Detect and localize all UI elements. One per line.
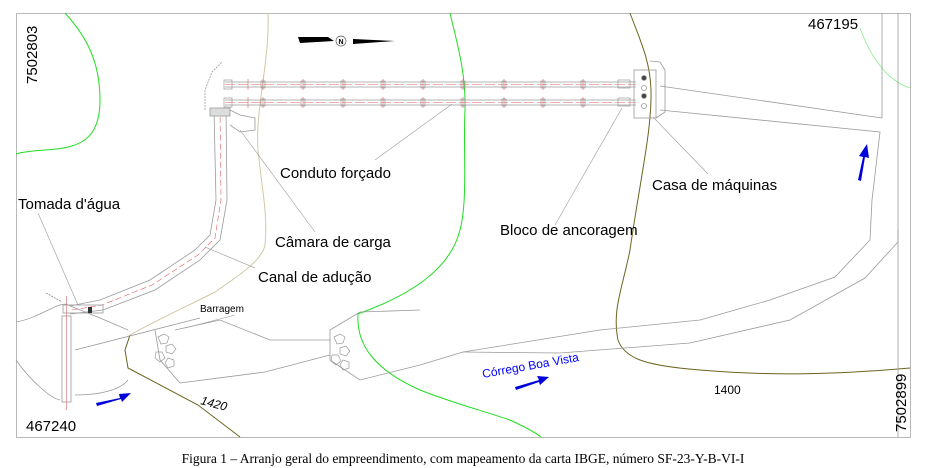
contour-lightgreen-topright	[859, 27, 911, 89]
coord-top-left: 7502803	[24, 26, 41, 84]
forebay	[209, 107, 256, 133]
label-forebay: Câmara de carga	[275, 234, 392, 251]
coord-top-right: 467195	[808, 16, 858, 33]
figure-caption: Figura 1 – Arranjo geral do empreendimen…	[181, 451, 745, 466]
intake-structure	[45, 292, 104, 410]
adduction-canal	[69, 61, 228, 315]
coord-bottom-right: 7502899	[893, 374, 910, 432]
penstocks	[223, 79, 636, 108]
drawing-frame	[16, 13, 911, 438]
contour-1400	[615, 12, 911, 375]
label-powerhouse: Casa de máquinas	[652, 177, 777, 194]
leader-lines	[37, 103, 709, 329]
label-stream: Córrego Boa Vista	[481, 350, 580, 381]
coord-bottom-left: 467240	[26, 418, 76, 435]
north-label: N	[338, 39, 343, 46]
flow-arrow-icon	[515, 376, 549, 390]
contour-green-left	[15, 12, 101, 155]
label-dam: Barragem	[200, 304, 244, 315]
contour-green-center	[357, 12, 542, 438]
rock-riprap	[154, 333, 351, 371]
powerhouse	[633, 60, 666, 119]
flow-arrow-icon	[96, 393, 131, 406]
contour-label-1400: 1400	[714, 383, 741, 397]
contour-1420	[124, 334, 241, 438]
north-arrow-icon: N	[298, 35, 395, 47]
label-intake: Tomada d'água	[18, 196, 121, 213]
flow-arrow-icon	[858, 144, 869, 181]
label-anchor-block: Bloco de ancoragem	[500, 222, 638, 239]
label-canal: Canal de adução	[258, 269, 371, 286]
beige-line	[129, 12, 269, 336]
label-penstock: Conduto forçado	[280, 165, 391, 182]
contour-label-1420: 1420	[199, 393, 229, 414]
